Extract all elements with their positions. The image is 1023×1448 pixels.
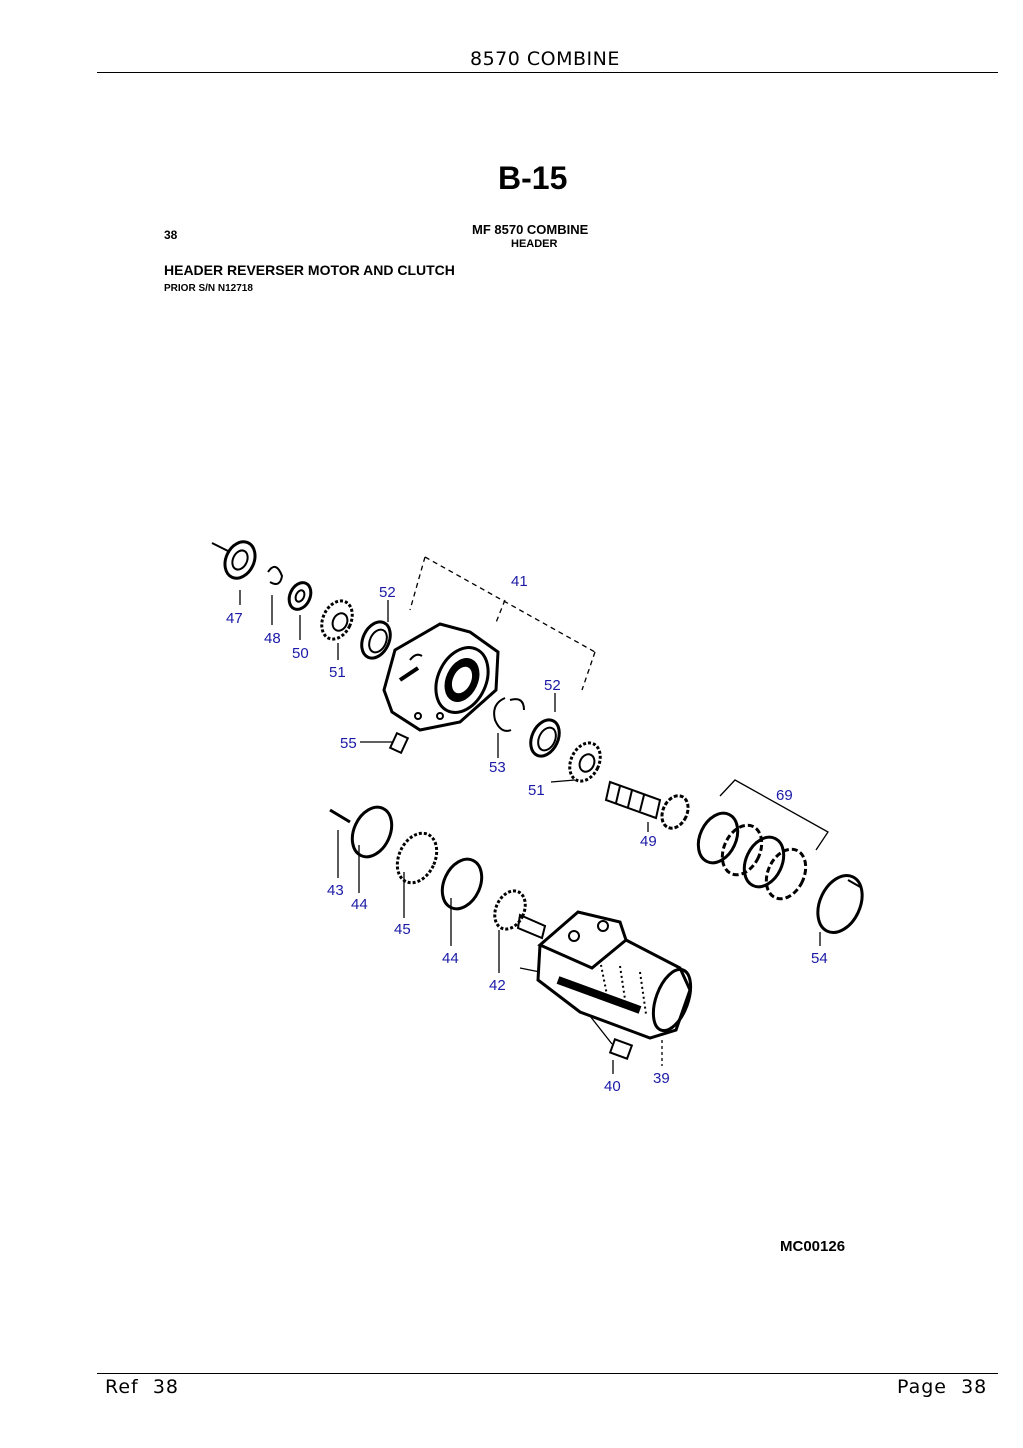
callout-51-lower: 51: [528, 782, 545, 799]
clutch-housing: [382, 622, 500, 732]
part-47-washer: [223, 540, 257, 580]
plate-ref-number: 38: [164, 228, 178, 242]
callout-48: 48: [264, 630, 281, 647]
serial-note: PRIOR S/N N12718: [164, 283, 253, 294]
plate-title: HEADER REVERSER MOTOR AND CLUTCH: [164, 262, 455, 278]
header-divider: [97, 72, 998, 73]
drawing-id: MC00126: [780, 1238, 846, 1255]
part-53-retaining-ring: [493, 697, 525, 732]
callout-52-upper: 52: [379, 584, 396, 601]
callout-39: 39: [653, 1070, 670, 1087]
part-42-drive-gear: [493, 889, 547, 940]
callout-47: 47: [226, 610, 243, 627]
part-40-bolt: [589, 1015, 634, 1060]
callout-53: 53: [489, 759, 506, 776]
callout-40: 40: [604, 1078, 621, 1095]
document-title: 8570 COMBINE: [470, 48, 620, 70]
part-52-bearing-upper: [360, 620, 392, 660]
callout-54: 54: [811, 950, 828, 967]
callout-43: 43: [327, 882, 344, 899]
footer-ref: Ref 38: [105, 1376, 179, 1398]
plate-group: HEADER: [511, 238, 558, 250]
plate-model: MF 8570 COMBINE: [472, 222, 589, 237]
part-54-collar: [816, 874, 864, 934]
part-50-washer: [287, 581, 313, 611]
part-52-bearing-lower: [529, 718, 561, 758]
part-51-gear-upper: [320, 599, 354, 641]
callout-45: 45: [394, 921, 411, 938]
part-43-pin: [329, 808, 351, 824]
leader-line: [211, 542, 231, 553]
part-69-spring-stack: [696, 779, 829, 901]
callout-49: 49: [640, 833, 657, 850]
part-39-hydraulic-motor: [536, 910, 693, 1040]
callout-leaders: [239, 590, 821, 1074]
callout-42: 42: [489, 977, 506, 994]
footer-ref-value: 38: [152, 1376, 180, 1398]
part-44-gasket-upper: [350, 805, 394, 859]
footer-ref-label: Ref: [105, 1376, 139, 1398]
callout-51-upper: 51: [329, 664, 346, 681]
footer-page-value: 38: [961, 1376, 988, 1398]
part-49-splined-shaft: [604, 780, 690, 830]
callout-69: 69: [776, 787, 793, 804]
callout-44-upper: 44: [351, 896, 368, 913]
part-48-snap-ring: [267, 565, 284, 585]
callout-52-lower: 52: [544, 677, 561, 694]
part-41-bracket: [409, 556, 596, 691]
part-44-gasket-lower: [440, 857, 484, 911]
footer-divider: [97, 1373, 998, 1374]
plate-code: B-15: [498, 160, 568, 196]
callout-41: 41: [511, 573, 528, 590]
part-45-friction-ring: [395, 831, 439, 885]
footer-page-label: Page: [897, 1376, 947, 1398]
part-55-fitting: [388, 731, 410, 755]
part-51-gear-lower: [568, 741, 602, 783]
footer-page: Page 38: [897, 1376, 987, 1398]
callout-55: 55: [340, 735, 357, 752]
callout-50: 50: [292, 645, 309, 662]
callout-44-lower: 44: [442, 950, 459, 967]
